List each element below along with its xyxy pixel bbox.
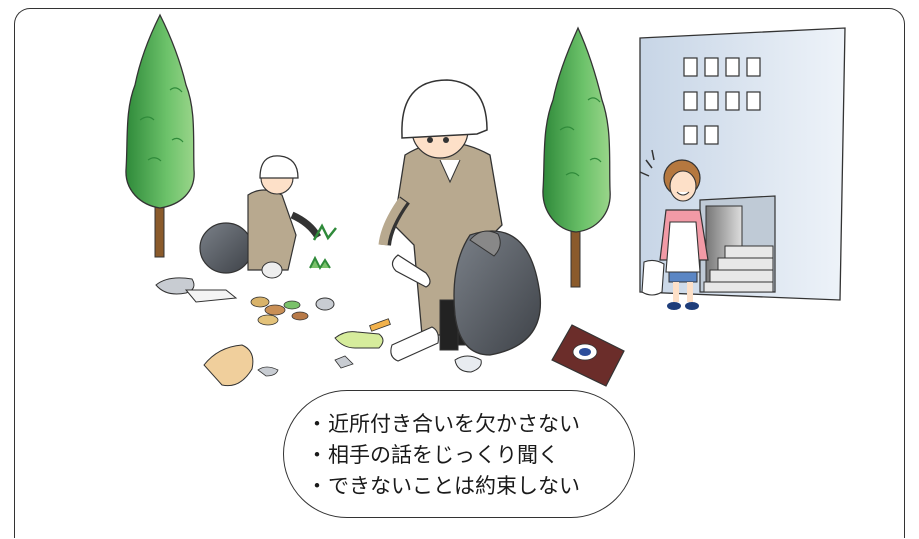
advice-item: ・できないことは約束しない: [306, 471, 581, 502]
tree-left: [125, 13, 195, 258]
worker-crouching: [199, 155, 337, 279]
advice-text: 近所付き合いを欠かさない: [328, 412, 580, 436]
building-windows: [683, 57, 761, 145]
advice-item: ・相手の話をじっくり聞く: [306, 440, 580, 471]
bullet: ・: [306, 443, 328, 467]
advice-text: できないことは約束しない: [328, 474, 580, 498]
entrance-steps: [703, 245, 774, 293]
advice-item: ・近所付き合いを欠かさない: [306, 409, 581, 440]
speech-bubble: ・近所付き合いを欠かさない ・相手の話をじっくり聞く ・できないことは約束しない: [283, 390, 635, 518]
bullet: ・: [306, 474, 328, 498]
advice-text: 相手の話をじっくり聞く: [328, 443, 559, 467]
woman-figure: [639, 149, 709, 310]
bullet: ・: [306, 412, 328, 436]
tree-right: [542, 26, 611, 288]
advice-list: ・近所付き合いを欠かさない ・相手の話をじっくり聞く ・できないことは約束しない: [306, 409, 581, 502]
illustration-frame: [14, 8, 905, 538]
worker-main: [378, 79, 542, 356]
litter-items: [155, 277, 625, 387]
